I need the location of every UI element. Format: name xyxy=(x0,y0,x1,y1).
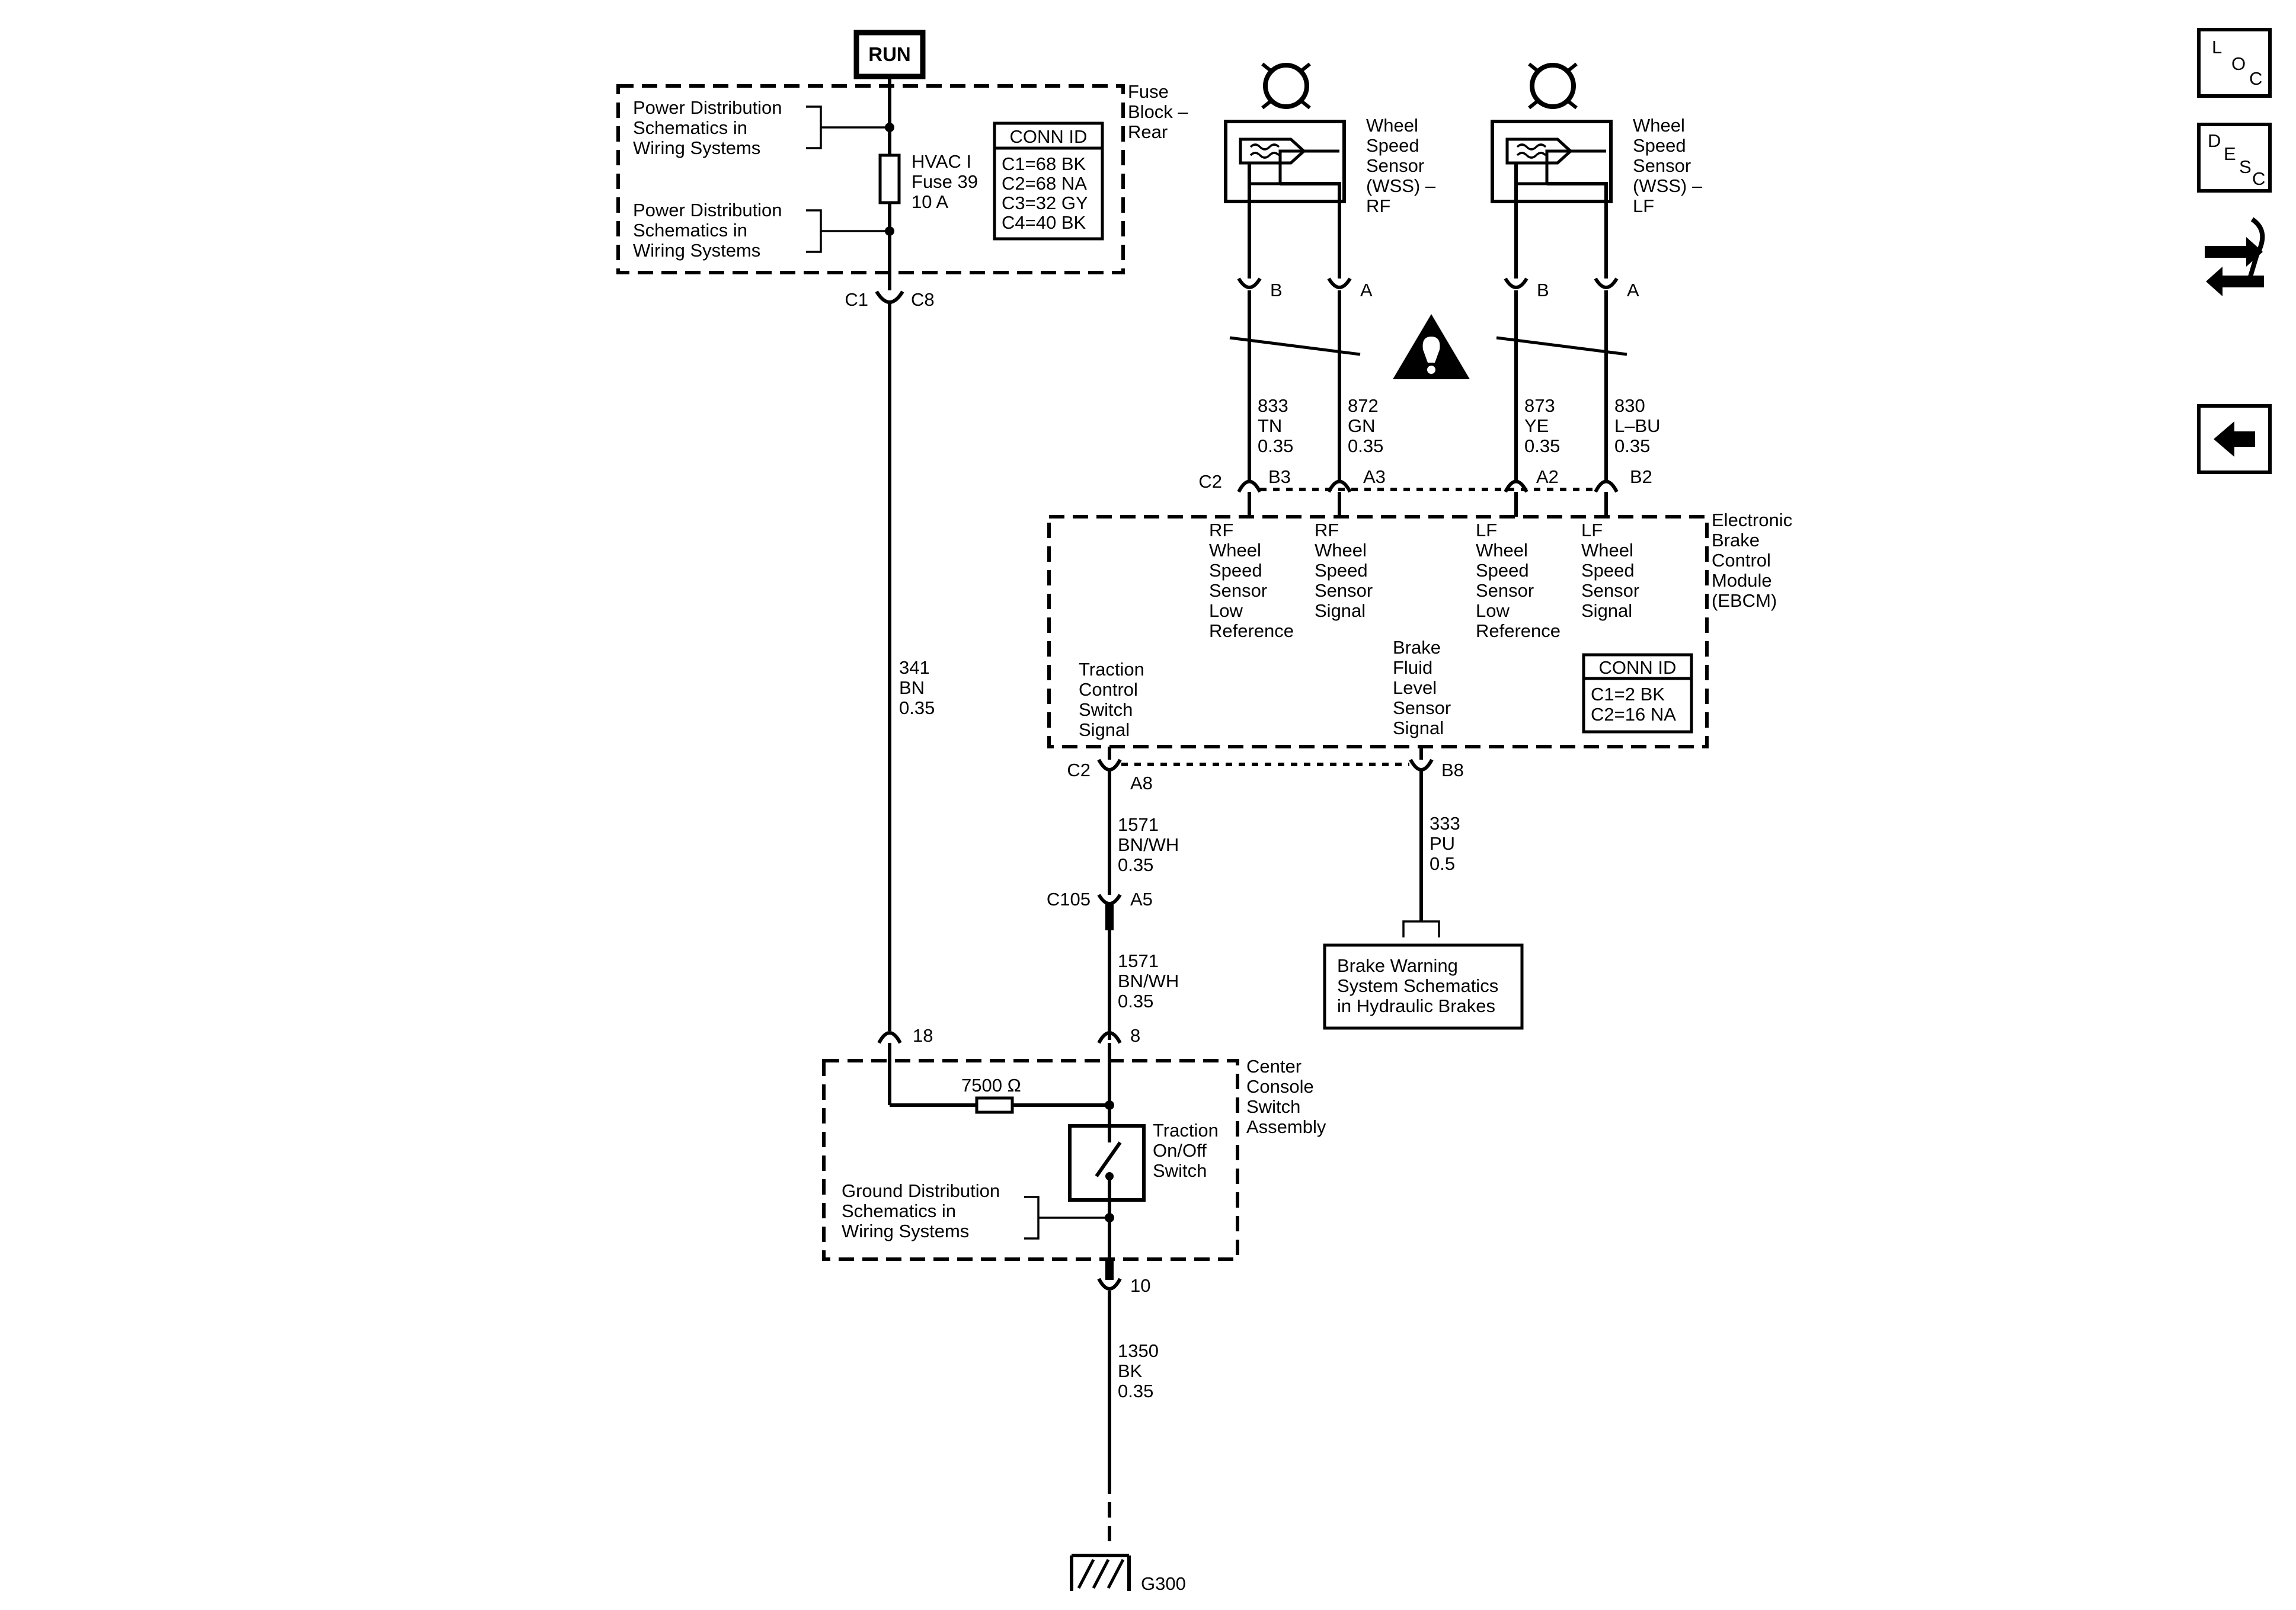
ebcm-pin-b3-label: B3 xyxy=(1268,466,1291,487)
ebcm-brake-fluid-label: Brake Fluid Level Sensor Signal xyxy=(1393,637,1456,738)
back-arrow-icon[interactable] xyxy=(2197,404,2272,474)
ebcm-conn-id-table xyxy=(1582,653,1693,734)
brake-warning-ref-label: Brake Warning System Schematics in Hydra… xyxy=(1337,955,1504,1016)
ground-g300-label: G300 xyxy=(1141,1573,1186,1594)
wire-1571-top-label: 1571 BN/WH 0.35 xyxy=(1118,814,1184,875)
ebcm-lf-low-ref-label: LF Wheel Speed Sensor Low Reference xyxy=(1476,520,1560,641)
console-pin-8 xyxy=(1097,1031,1122,1044)
wss-rf-icon xyxy=(1261,62,1311,110)
ebcm-c2-top-label: C2 xyxy=(1198,471,1222,492)
ebcm-lf-signal-label: LF Wheel Speed Sensor Signal xyxy=(1581,520,1645,621)
console-outline xyxy=(822,1059,1239,1261)
ebcm-conn-id-row: C1=2 BK xyxy=(1591,684,1665,705)
ebcm-conn-id-title: CONN ID xyxy=(1599,657,1677,678)
wss-lf-label: Wheel Speed Sensor (WSS) – LF xyxy=(1633,115,1707,216)
console-pin-10-label: 10 xyxy=(1130,1275,1150,1296)
twist-marker-rf xyxy=(1229,336,1361,356)
ebcm-pin-b3 xyxy=(1237,479,1262,493)
ebcm-pin-a8 xyxy=(1097,758,1122,772)
hvac-fuse-label: HVAC I Fuse 39 10 A xyxy=(912,151,983,212)
connector-swap-icon[interactable] xyxy=(2205,217,2265,296)
wire-873-label: 873 YE 0.35 xyxy=(1524,395,1560,456)
ebcm-outline xyxy=(1047,515,1709,748)
twist-marker-lf xyxy=(1496,336,1627,356)
wire-1350-label: 1350 BK 0.35 xyxy=(1118,1340,1164,1401)
ground-ref-label: Ground Distribution Schematics in Wiring… xyxy=(842,1180,1005,1241)
c105-label: C105 xyxy=(1047,889,1091,910)
console-pin-8-label: 8 xyxy=(1130,1025,1140,1046)
resistor-7500-symbol xyxy=(975,1096,1014,1114)
svg-text:S: S xyxy=(2239,156,2252,177)
wire-341-label: 341 BN 0.35 xyxy=(899,657,935,718)
ebcm-traction-signal-label: Traction Control Switch Signal xyxy=(1079,659,1149,740)
ebcm-rf-low-ref-label: RF Wheel Speed Sensor Low Reference xyxy=(1209,520,1294,641)
traction-switch-label: Traction On/Off Switch xyxy=(1153,1120,1223,1181)
ebcm-pin-a2-label: A2 xyxy=(1536,466,1559,487)
ebcm-title: Electronic Brake Control Module (EBCM) xyxy=(1712,510,1798,611)
wire-333-label: 333 PU 0.5 xyxy=(1430,813,1465,874)
console-title: Center Console Switch Assembly xyxy=(1246,1056,1326,1137)
loc-icon[interactable]: L O C xyxy=(2197,28,2272,98)
wire-833-label: 833 TN 0.35 xyxy=(1258,395,1293,456)
wss-lf-pin-a xyxy=(1594,277,1619,289)
wss-rf-pin-a xyxy=(1327,277,1352,289)
power-ref-2: Power Distribution Schematics in Wiring … xyxy=(633,200,787,261)
desc-icon[interactable]: D E S C xyxy=(2197,123,2272,193)
run-label: RUN xyxy=(868,43,911,65)
wss-rf-label: Wheel Speed Sensor (WSS) – RF xyxy=(1366,115,1441,216)
c1-c8-connector xyxy=(875,290,904,304)
ebcm-pin-a8-label: A8 xyxy=(1130,773,1153,793)
svg-text:O: O xyxy=(2231,53,2246,74)
svg-text:D: D xyxy=(2208,130,2221,151)
fuse-conn-id-row: C4=40 BK xyxy=(1002,212,1086,233)
wss-rf-pin-b xyxy=(1237,277,1262,289)
wss-lf-pin-b-label: B xyxy=(1537,280,1549,300)
resistor-7500-label: 7500 Ω xyxy=(961,1075,1021,1096)
fuse-conn-id-row: C2=68 NA xyxy=(1002,173,1087,194)
c105-connector xyxy=(1097,894,1122,905)
ebcm-pin-b2 xyxy=(1594,479,1619,493)
console-pin-18 xyxy=(877,1031,902,1044)
svg-text:C: C xyxy=(2249,68,2262,89)
c8-label: C8 xyxy=(911,289,935,310)
fuse-block-title: Fuse Block – Rear xyxy=(1128,81,1193,142)
wss-rf-pin-b-label: B xyxy=(1270,280,1283,300)
fuse-conn-id-row: C3=32 GY xyxy=(1002,193,1088,213)
console-pin-10 xyxy=(1097,1278,1122,1291)
wss-rf-pin-a-label: A xyxy=(1360,280,1373,300)
console-pin-18-label: 18 xyxy=(913,1025,933,1046)
fuse-conn-id-table xyxy=(993,121,1104,241)
svg-text:C: C xyxy=(2252,168,2265,189)
ebcm-pin-a3-label: A3 xyxy=(1363,466,1386,487)
power-ref-1: Power Distribution Schematics in Wiring … xyxy=(633,97,787,158)
fuse-block-outline xyxy=(616,84,1125,274)
caution-icon xyxy=(1393,314,1470,379)
wire-830-label: 830 L–BU 0.35 xyxy=(1614,395,1665,456)
fuse-conn-id-title: CONN ID xyxy=(1010,126,1088,147)
svg-text:L: L xyxy=(2212,37,2222,57)
wss-lf-pin-b xyxy=(1504,277,1528,289)
ebcm-conn-id-row: C2=16 NA xyxy=(1591,704,1676,725)
c1-label: C1 xyxy=(845,289,868,310)
ebcm-pin-b8 xyxy=(1409,758,1434,772)
wss-lf-icon xyxy=(1528,62,1578,110)
svg-text:E: E xyxy=(2224,143,2236,164)
ebcm-pin-b2-label: B2 xyxy=(1630,466,1652,487)
ground-icon xyxy=(1070,1554,1131,1591)
hvac-fuse-symbol xyxy=(878,153,901,204)
ebcm-c2-bottom-label: C2 xyxy=(1067,760,1091,780)
wire-872-label: 872 GN 0.35 xyxy=(1348,395,1383,456)
ebcm-pin-b8-label: B8 xyxy=(1441,760,1464,780)
wss-lf-pin-a-label: A xyxy=(1627,280,1639,300)
c105-pin-label: A5 xyxy=(1130,889,1153,910)
ebcm-rf-signal-label: RF Wheel Speed Sensor Signal xyxy=(1315,520,1378,621)
fuse-conn-id-row: C1=68 BK xyxy=(1002,153,1086,174)
brake-warning-ref-box[interactable] xyxy=(1323,943,1524,1030)
wire-1571-bottom-label: 1571 BN/WH 0.35 xyxy=(1118,950,1184,1012)
